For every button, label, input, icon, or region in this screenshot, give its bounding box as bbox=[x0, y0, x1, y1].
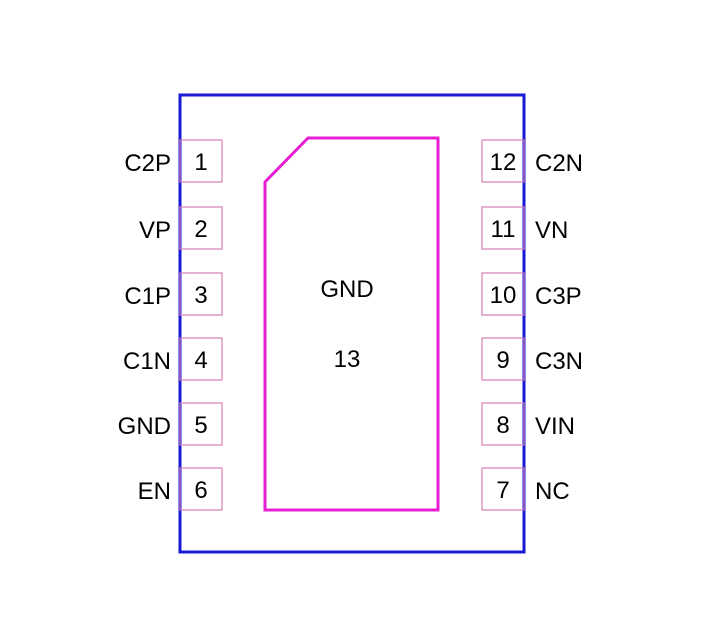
right-pin-11-number: 11 bbox=[491, 216, 516, 243]
right-pin-9-number: 9 bbox=[496, 347, 509, 374]
left-pin-2-number: 2 bbox=[194, 216, 207, 243]
left-pin-column: 1 C2P 2 VP 3 C1P 4 C1N 5 GND 6 EN bbox=[118, 139, 223, 511]
left-pin-5-number: 5 bbox=[194, 412, 207, 439]
left-pin-4-name: C1N bbox=[123, 348, 171, 375]
left-pin-6-number: 6 bbox=[194, 477, 207, 504]
right-pin-7-number: 7 bbox=[496, 477, 509, 504]
left-pin-3-box bbox=[179, 272, 223, 316]
left-pin-3-number: 3 bbox=[194, 282, 207, 309]
right-pin-10-number: 10 bbox=[490, 282, 517, 309]
right-pin-7-name: NC bbox=[535, 478, 570, 505]
right-pin-7-box bbox=[481, 467, 525, 511]
left-pin-1-name: C2P bbox=[124, 150, 171, 177]
right-pin-11-name: VN bbox=[535, 217, 568, 244]
right-pin-column: 12 C2N 11 VN 10 C3P 9 C3N 8 VIN 7 NC bbox=[481, 139, 583, 511]
right-pin-12-name: C2N bbox=[535, 150, 583, 177]
right-pin-8-name: VIN bbox=[535, 413, 575, 440]
right-pin-10-box bbox=[481, 272, 525, 316]
exposed-pad-number: 13 bbox=[334, 346, 361, 373]
right-pin-12-number: 12 bbox=[490, 149, 517, 176]
left-pin-5-name: GND bbox=[118, 413, 171, 440]
right-pin-9-box bbox=[481, 337, 525, 381]
left-pin-5-box bbox=[179, 402, 223, 446]
right-pin-11-box bbox=[481, 206, 525, 250]
right-pin-8-box bbox=[481, 402, 525, 446]
exposed-pad-outline bbox=[263, 136, 440, 512]
right-pin-10-name: C3P bbox=[535, 283, 582, 310]
left-pin-1-number: 1 bbox=[194, 149, 207, 176]
left-pin-4-box bbox=[179, 337, 223, 381]
left-pin-2-box bbox=[179, 206, 223, 250]
right-pin-8-number: 8 bbox=[496, 412, 509, 439]
left-pin-2-name: VP bbox=[139, 217, 171, 244]
package-body-outline bbox=[178, 93, 526, 554]
right-pin-12-box bbox=[481, 139, 525, 183]
left-pin-1-box bbox=[179, 139, 223, 183]
exposed-pad-name: GND bbox=[320, 276, 373, 303]
left-pin-4-number: 4 bbox=[194, 347, 207, 374]
right-pin-9-name: C3N bbox=[535, 348, 583, 375]
left-pin-6-name: EN bbox=[138, 478, 171, 505]
left-pin-3-name: C1P bbox=[124, 283, 171, 310]
left-pin-6-box bbox=[179, 467, 223, 511]
